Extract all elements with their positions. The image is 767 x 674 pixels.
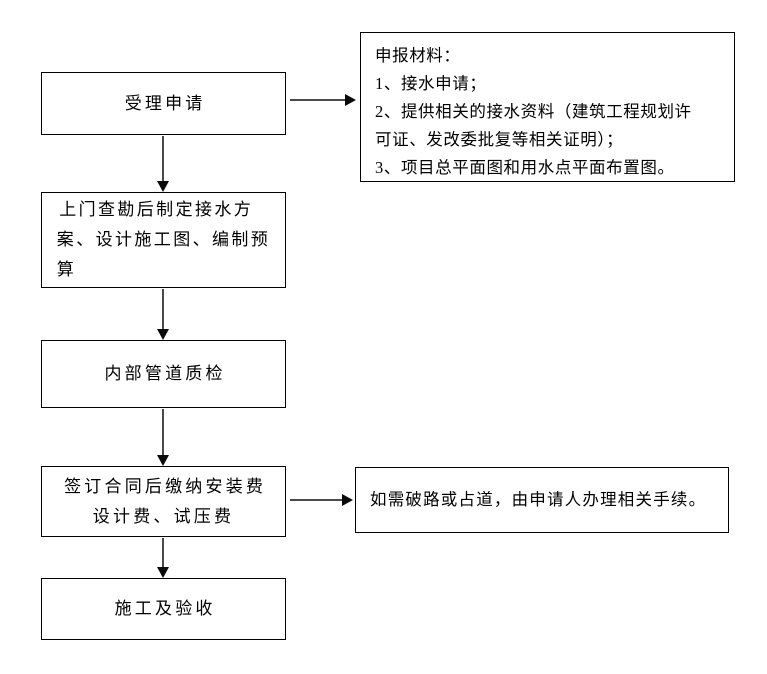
arrowhead-icon	[156, 455, 169, 466]
node-construction-and-acceptance[interactable]: 施工及验收	[41, 578, 286, 640]
note-text: 申报材料： 1、接水申请； 2、提供相关的接水资料（建筑工程规划许 可证、发改委…	[375, 46, 692, 177]
connector-line	[162, 289, 164, 330]
node-sign-contract-and-pay[interactable]: 签订合同后缴纳安装费 设计费、试压费	[41, 466, 286, 537]
note-road-occupation: 如需破路或占道，由申请人办理相关手续。	[355, 467, 729, 533]
node-label: 签订合同后缴纳安装费 设计费、试压费	[64, 476, 267, 526]
node-label: 上门查勘后制定接水方 案、设计施工图、编制预 算	[56, 200, 271, 279]
node-accept-application[interactable]: 受理申请	[41, 72, 286, 135]
arrowhead-icon	[156, 181, 169, 192]
arrowhead-icon	[342, 493, 353, 506]
connector-line	[162, 136, 164, 182]
node-label: 受理申请	[124, 93, 206, 113]
note-text: 如需破路或占道，由申请人办理相关手续。	[370, 490, 707, 509]
connector-accept-to-materials	[290, 92, 356, 108]
connector-survey-to-inspection	[155, 289, 171, 340]
node-label: 内部管道质检	[104, 364, 226, 383]
connector-accept-to-survey	[155, 136, 171, 192]
connector-inspection-to-contract	[155, 409, 171, 466]
connector-line	[290, 99, 346, 101]
connector-contract-to-construction	[155, 538, 171, 578]
connector-contract-to-road-note	[290, 492, 353, 508]
arrowhead-icon	[156, 329, 169, 340]
node-internal-pipe-inspection[interactable]: 内部管道质检	[41, 340, 286, 408]
connector-line	[162, 409, 164, 456]
node-label: 施工及验收	[114, 599, 216, 618]
connector-line	[290, 499, 343, 501]
arrowhead-icon	[345, 93, 356, 106]
arrowhead-icon	[156, 567, 169, 578]
connector-line	[162, 538, 164, 568]
note-application-materials: 申报材料： 1、接水申请； 2、提供相关的接水资料（建筑工程规划许 可证、发改委…	[360, 32, 735, 182]
node-survey-and-plan[interactable]: 上门查勘后制定接水方 案、设计施工图、编制预 算	[41, 192, 286, 288]
